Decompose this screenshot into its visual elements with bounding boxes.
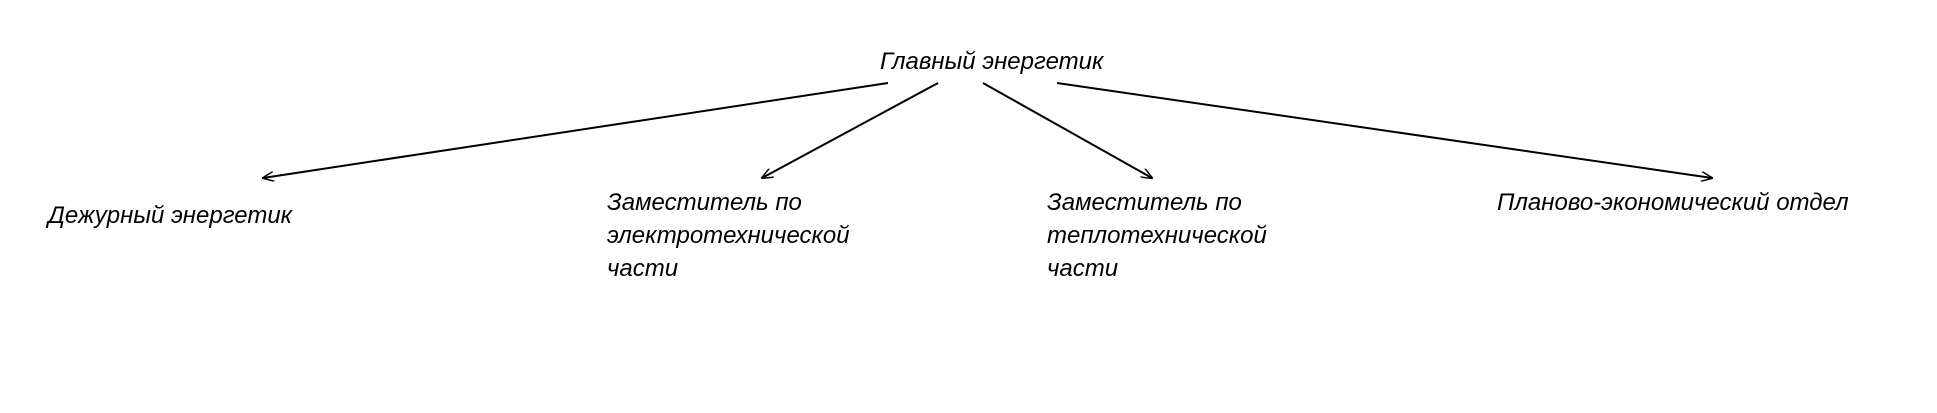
arrow-to-thermal-deputy bbox=[982, 82, 1152, 178]
node-label-line: части bbox=[607, 255, 679, 282]
node-label-line: теплотехнической bbox=[1047, 222, 1267, 249]
node-label-line: Дежурный энергетик bbox=[48, 202, 293, 229]
node-label-line: части bbox=[1047, 255, 1119, 282]
node-label-line: Заместитель по bbox=[1047, 189, 1242, 216]
node-label-line: Планово-экономический отдел bbox=[1497, 189, 1849, 216]
node-label: Главный энергетик bbox=[880, 48, 1104, 75]
node-electrical-deputy: Заместитель по электротехнической части bbox=[607, 186, 850, 285]
node-chief-engineer: Главный энергетик bbox=[880, 45, 1103, 78]
node-label-line: Заместитель по bbox=[607, 189, 802, 216]
node-thermal-deputy: Заместитель по теплотехнической части bbox=[1047, 186, 1267, 285]
arrow-to-electrical-deputy bbox=[762, 82, 939, 178]
node-planning-department: Планово-экономический отдел bbox=[1497, 186, 1849, 219]
arrow-to-planning-department bbox=[1056, 82, 1712, 178]
arrow-to-duty-engineer bbox=[263, 82, 889, 178]
node-duty-engineer: Дежурный энергетик bbox=[48, 199, 292, 232]
node-label-line: электротехнической bbox=[607, 222, 850, 249]
